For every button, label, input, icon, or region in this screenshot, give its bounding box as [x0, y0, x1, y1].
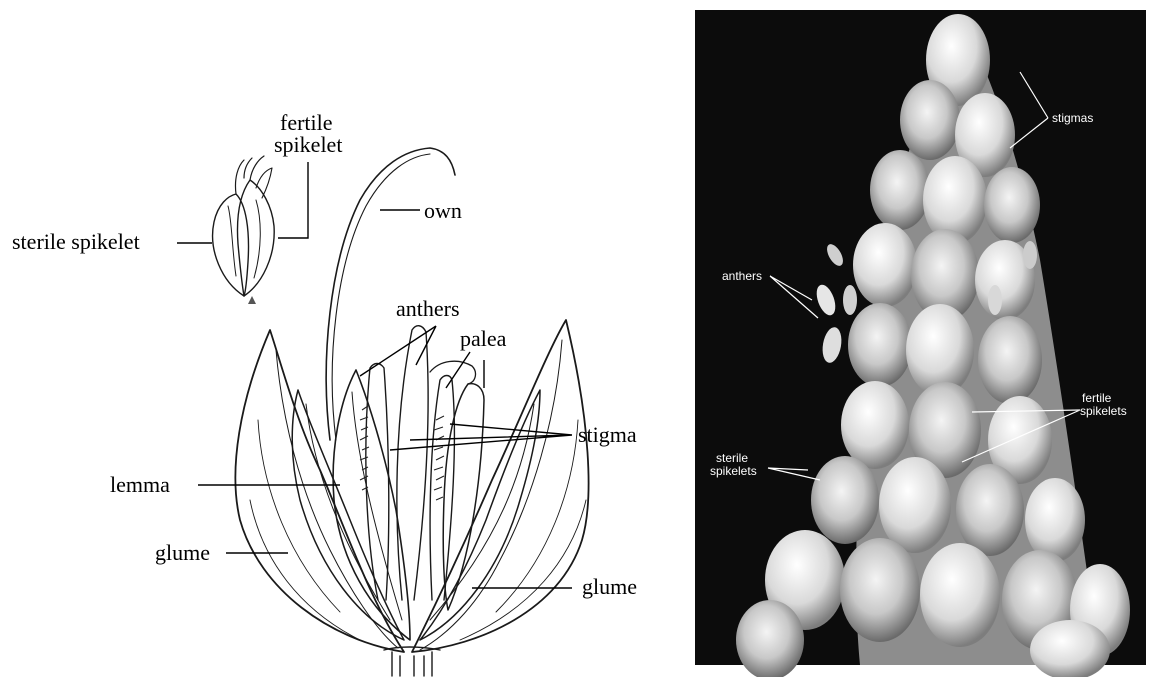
label-own: own — [424, 198, 462, 223]
label-anthers: anthers — [396, 296, 460, 321]
label-fertile-spikelets-line1: fertile — [1082, 391, 1112, 405]
panicle-photo: stigmas anthers fertile spikelets steril… — [695, 10, 1146, 677]
label-sterile-spikelets-line2: spikelets — [710, 464, 757, 478]
label-lemma: lemma — [110, 472, 170, 497]
small-spikelet-drawing — [213, 156, 275, 304]
label-stigma: stigma — [578, 422, 637, 447]
left-labels: fertile spikelet sterile spikelet own an… — [12, 110, 637, 599]
label-palea: palea — [460, 326, 507, 351]
label-fertile-spikelets-line2: spikelets — [1080, 404, 1127, 418]
label-glume-left: glume — [155, 540, 210, 565]
label-fertile-line2: spikelet — [274, 132, 342, 157]
floret-drawing — [213, 148, 589, 676]
label-sterile-spikelet: sterile spikelet — [12, 229, 140, 254]
label-sterile-spikelets-line1: sterile — [716, 451, 748, 465]
label-glume-right: glume — [582, 574, 637, 599]
label-photo-anthers: anthers — [722, 269, 762, 283]
label-stigmas: stigmas — [1052, 111, 1093, 125]
